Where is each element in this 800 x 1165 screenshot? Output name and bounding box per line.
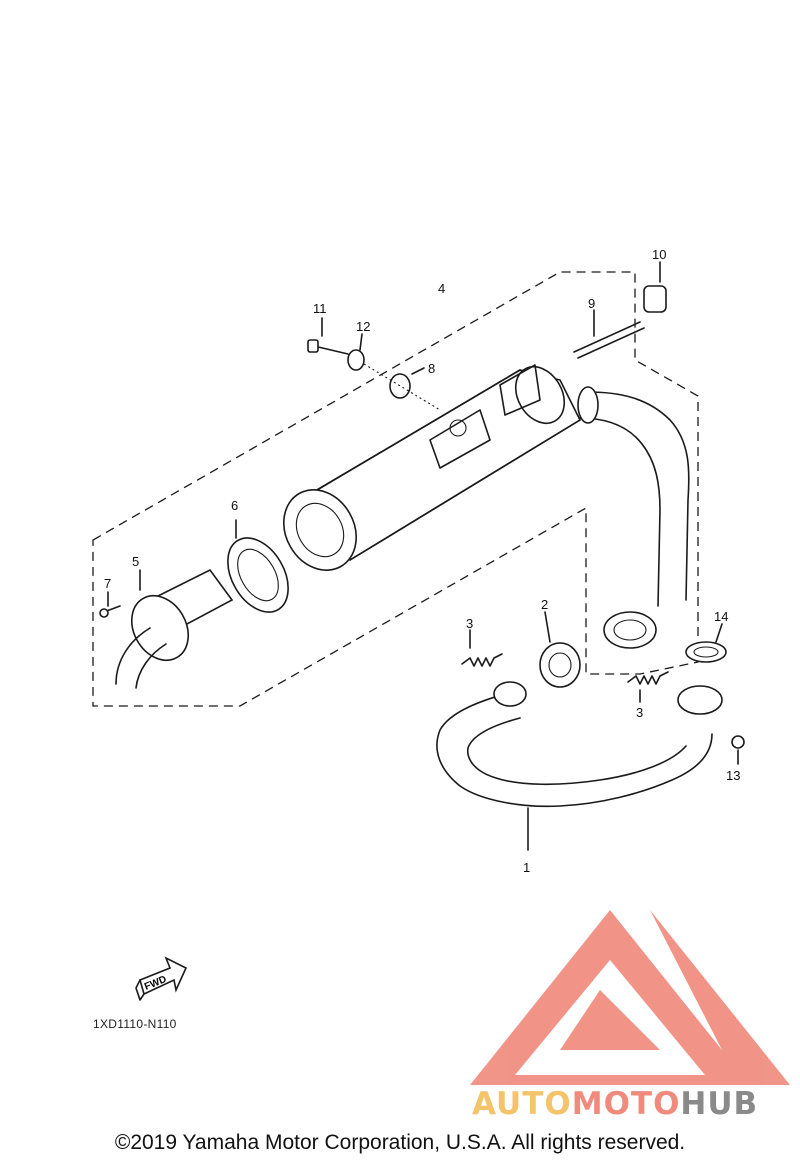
gasket-part <box>227 519 289 613</box>
callout-3a: 3 <box>466 616 473 631</box>
bolt-7 <box>99 591 121 618</box>
brand-auto: AUTO <box>472 1086 572 1122</box>
callout-5: 5 <box>132 554 139 569</box>
callout-2: 2 <box>541 597 548 612</box>
callout-13: 13 <box>726 768 740 783</box>
mount-hardware <box>307 317 441 411</box>
gasket-ring-2 <box>539 611 581 688</box>
callout-3b: 3 <box>636 705 643 720</box>
automotohub-logo-icon <box>470 910 790 1085</box>
fwd-arrow-icon: FWD <box>135 956 188 1001</box>
callout-4: 4 <box>438 281 445 296</box>
muffler-body <box>283 364 582 571</box>
callout-10: 10 <box>652 247 666 262</box>
tailpipe-part <box>115 568 234 689</box>
copyright-notice: ©2019 Yamaha Motor Corporation, U.S.A. A… <box>114 1131 686 1154</box>
callout-7: 7 <box>104 576 111 591</box>
callout-14: 14 <box>714 609 728 624</box>
springs <box>461 629 669 703</box>
callout-1: 1 <box>523 860 530 875</box>
callout-11: 11 <box>313 301 327 316</box>
callout-labels: 1 2 3 3 4 5 6 7 8 9 10 11 12 13 14 <box>104 247 740 875</box>
brand-moto: MOTO <box>571 1086 681 1122</box>
gasket-nut-front <box>685 623 745 765</box>
callout-8: 8 <box>428 361 435 376</box>
brand-wordmark: AUTOMOTOHUB <box>472 1086 758 1122</box>
mount-hardware-rear <box>573 261 667 359</box>
exhaust-pipe-part <box>436 386 723 851</box>
muffler-assembly-outline <box>92 271 699 707</box>
callout-6: 6 <box>231 498 238 513</box>
callout-12: 12 <box>356 319 370 334</box>
drawing-code: 1XD1110-N110 <box>93 1017 177 1031</box>
brand-hub: HUB <box>680 1086 759 1122</box>
callout-9: 9 <box>588 296 595 311</box>
